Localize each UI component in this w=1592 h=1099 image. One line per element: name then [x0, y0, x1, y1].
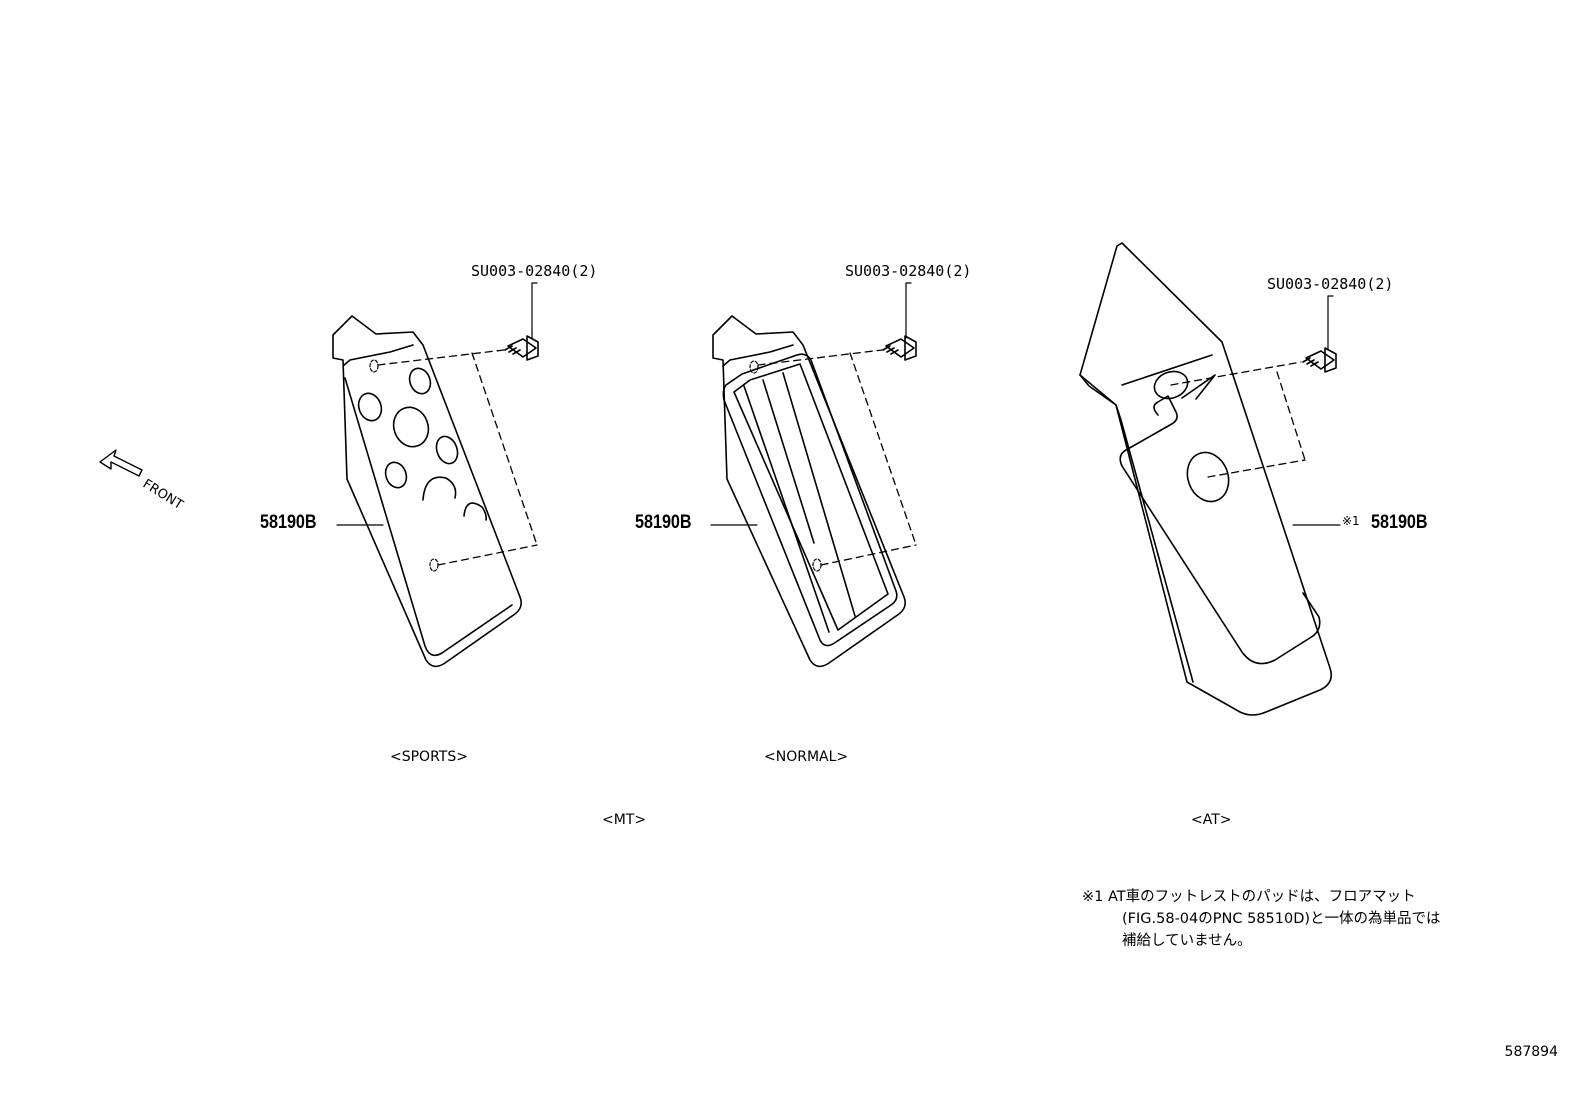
at-bolt-icon	[1302, 347, 1337, 373]
note-line-1: AT車のフットレストのパッドは、フロアマット	[1107, 889, 1416, 905]
normal-bolt-leader-line	[905, 282, 912, 339]
mt-group-caption: <MT>	[602, 812, 647, 828]
normal-footrest-pad	[712, 315, 906, 668]
sports-bolt-guide-lines	[377, 349, 538, 566]
sports-bolt-leader-line	[531, 282, 538, 339]
at-bolt-leader-line	[1327, 295, 1334, 351]
front-direction-label: FRONT	[140, 477, 186, 513]
at-caption: <AT>	[1191, 812, 1232, 828]
at-footrest-pad	[1079, 242, 1333, 716]
at-bolt-guide-lines	[1170, 361, 1306, 478]
supply-note: ※1 AT車のフットレストのパッドは、フロアマット (FIG.58-04のPNC…	[1082, 886, 1441, 952]
illustration-reference-number: 587894	[1504, 1044, 1558, 1060]
normal-bolt-icon	[882, 335, 917, 361]
sports-footrest-pad	[332, 315, 522, 668]
at-note-marker: ※1	[1342, 514, 1360, 528]
normal-bolt-guide-lines	[757, 349, 917, 566]
sports-part-number: 58190B	[260, 512, 317, 533]
normal-part-number: 58190B	[635, 512, 692, 533]
sports-bolt-part-number: SU003-02840(2)	[471, 262, 598, 280]
at-bolt-part-number: SU003-02840(2)	[1267, 275, 1394, 293]
front-direction-arrow-icon	[99, 449, 143, 477]
note-marker: ※1	[1082, 889, 1104, 905]
note-line-2: (FIG.58-04のPNC 58510D)と一体の為単品では	[1122, 911, 1441, 927]
at-part-number: 58190B	[1371, 512, 1428, 533]
sports-caption: <SPORTS>	[390, 749, 468, 765]
normal-caption: <NORMAL>	[764, 749, 849, 765]
sports-bolt-icon	[504, 335, 539, 361]
normal-bolt-part-number: SU003-02840(2)	[845, 262, 972, 280]
note-line-3: 補給していません。	[1122, 933, 1252, 949]
